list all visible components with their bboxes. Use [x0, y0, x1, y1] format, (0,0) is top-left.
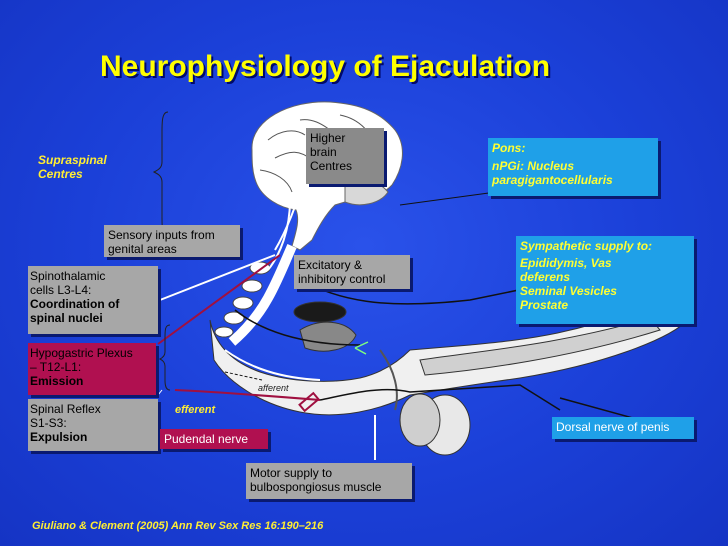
higher-brain-box: Higher brain Centres	[306, 128, 384, 184]
motor-supply-line-2: bulbospongiosus muscle	[250, 480, 382, 494]
excitatory-line-2: inhibitory control	[298, 272, 386, 286]
higher-brain-line-3: Centres	[310, 159, 353, 173]
pudendal-marker	[298, 391, 320, 413]
spinothalamic-line-3: Coordination of	[30, 297, 120, 311]
spinothalamic-box: Spinothalamic cells L3-L4: Coordination …	[28, 266, 158, 334]
supraspinal-line-2: Centres	[38, 167, 83, 181]
supraspinal-brace	[152, 111, 169, 237]
pudendal-nerve-box: Pudendal nerve	[160, 429, 268, 449]
sympathetic-supply-box: Sympathetic supply to: Epididymis, Vas d…	[516, 236, 694, 324]
citation: Giuliano & Clement (2005) Ann Rev Sex Re…	[32, 520, 324, 532]
supraspinal-label: Supraspinal Centres	[38, 153, 107, 181]
hypogastric-pointer	[157, 254, 281, 345]
motor-supply-line-1: Motor supply to	[250, 466, 333, 480]
excitatory-control-box: Excitatory & inhibitory control	[294, 255, 410, 289]
higher-brain-line-1: Higher	[310, 131, 346, 145]
efferent-label: efferent	[175, 404, 216, 416]
pons-line-3: paragigantocellularis	[492, 173, 613, 187]
pudendal-line	[174, 389, 321, 401]
spinothalamic-line-1: Spinothalamic	[30, 269, 106, 283]
sympathetic-line-4: Seminal Vesicles	[520, 284, 617, 298]
spinothalamic-pointer	[159, 254, 276, 301]
spinal-reflex-box: Spinal Reflex S1-S3: Expulsion	[28, 399, 158, 451]
spinothalamic-line-4: spinal nuclei	[30, 311, 103, 325]
motor-supply-box: Motor supply to bulbospongiosus muscle	[246, 463, 412, 499]
hypogastric-line-2: – T12-L1:	[30, 360, 82, 374]
lower-brace	[158, 324, 171, 391]
afferent-label: afferent	[258, 383, 289, 393]
excitatory-line-1: Excitatory &	[298, 258, 363, 272]
sensory-inputs-box: Sensory inputs from genital areas	[104, 225, 240, 257]
sympathetic-line-1: Sympathetic supply to:	[520, 239, 653, 253]
sympathetic-line-5: Prostate	[520, 298, 569, 312]
spinal-cord	[214, 243, 297, 346]
spinal-reflex-line-1: Spinal Reflex	[30, 402, 101, 416]
dorsal-nerve-box: Dorsal nerve of penis	[552, 417, 694, 439]
supraspinal-line-1: Supraspinal	[38, 153, 107, 167]
pons-line-1: Pons:	[492, 141, 526, 155]
hypogastric-line-3: Emission	[30, 374, 84, 388]
hypogastric-plexus-box: Hypogastric Plexus – T12-L1: Emission	[28, 343, 156, 395]
pelvic-organs	[209, 295, 694, 456]
spinothalamic-line-2: cells L3-L4:	[30, 283, 92, 297]
sympathetic-line-2: Epididymis, Vas	[520, 256, 612, 270]
sensory-line-2: genital areas	[108, 242, 177, 256]
pons-box: Pons: nPGi: Nucleus paragigantocellulari…	[488, 138, 658, 196]
spinal-reflex-line-3: Expulsion	[30, 430, 88, 444]
higher-brain-line-2: brain	[310, 145, 337, 159]
sympathetic-line-3: deferens	[520, 270, 571, 284]
slide-title: Neurophysiology of Ejaculation	[100, 50, 551, 83]
spinal-reflex-line-2: S1-S3:	[30, 416, 67, 430]
pons-line-2: nPGi: Nucleus	[492, 159, 575, 173]
sensory-line-1: Sensory inputs from	[108, 228, 215, 242]
hypogastric-line-1: Hypogastric Plexus	[30, 346, 133, 360]
